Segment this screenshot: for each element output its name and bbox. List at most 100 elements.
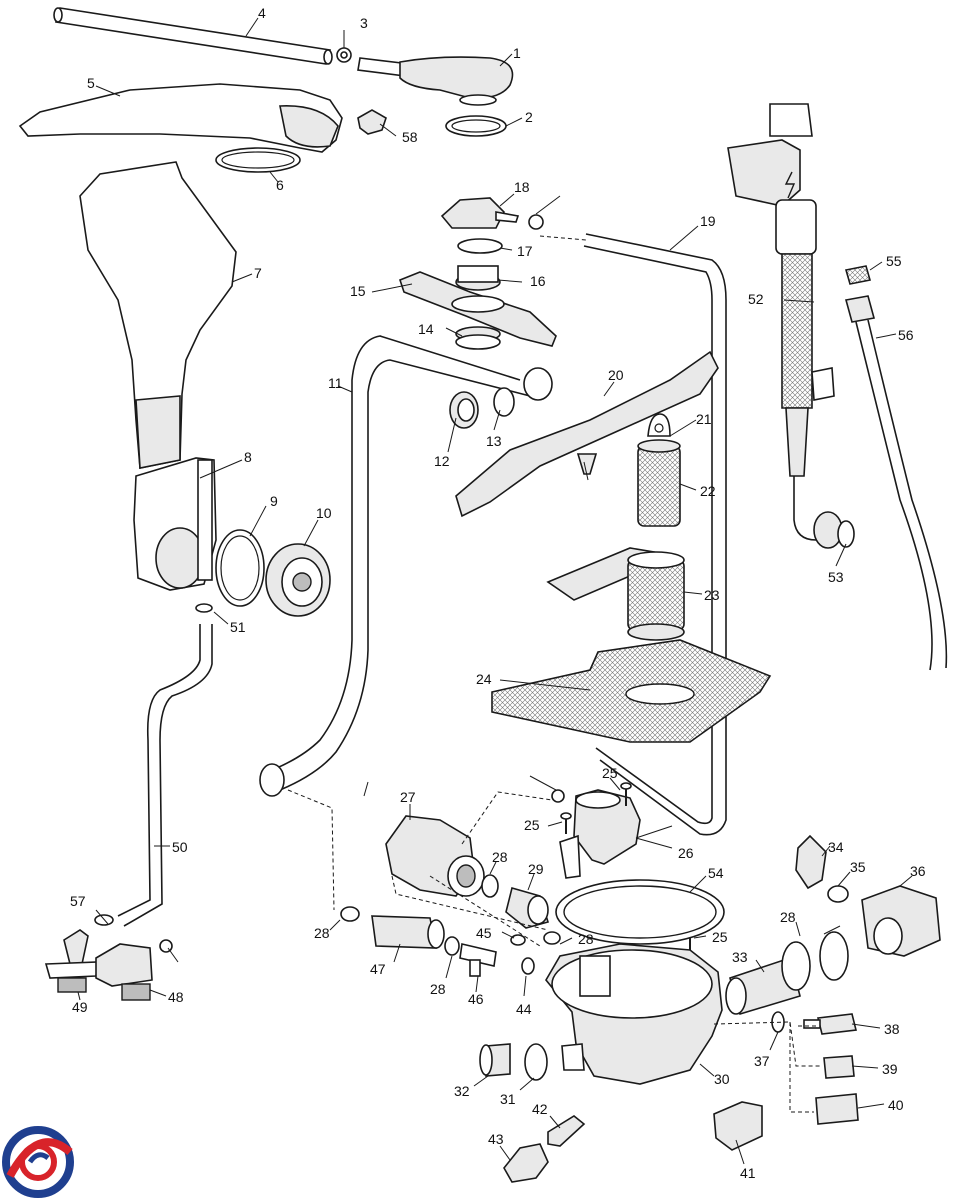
part-45-clamp	[510, 934, 526, 946]
part-49-fitting	[44, 929, 99, 993]
part-48-inlet-valve	[95, 943, 153, 1001]
part-39-sensor	[823, 1055, 855, 1079]
part-56-inlet-hose	[844, 295, 948, 671]
part-30-sump	[545, 943, 723, 1085]
callout-47: 47	[370, 961, 386, 977]
callout-28: 28	[492, 849, 508, 865]
leader-lines	[77, 17, 913, 1165]
callout-25: 25	[602, 765, 618, 781]
part-28-clamp	[819, 931, 849, 981]
callout-52: 52	[748, 291, 764, 307]
callout-8: 8	[244, 449, 252, 465]
callout-53: 53	[828, 569, 844, 585]
part-3-clamp	[528, 214, 544, 230]
part-26-filter-housing	[559, 789, 641, 879]
part-19-hose	[585, 233, 727, 836]
callout-28: 28	[430, 981, 446, 997]
part-12-connector	[449, 391, 479, 429]
part-42-part	[547, 1115, 586, 1147]
callout-45: 45	[476, 925, 492, 941]
callout-13: 13	[486, 433, 502, 449]
callout-26: 26	[678, 845, 694, 861]
part-28-clamp	[543, 931, 561, 945]
callout-16: 16	[530, 273, 546, 289]
assembly-guides	[287, 235, 820, 1113]
part-2-seal-ring	[445, 115, 507, 137]
callout-20: 20	[608, 367, 624, 383]
callout-28: 28	[314, 925, 330, 941]
part-23-micro-filter	[546, 547, 685, 641]
callout-54: 54	[708, 865, 724, 881]
part-1-spray-nozzle	[357, 56, 514, 106]
callout-labels: 1 2 3 4 5 6 7 8 9 10 11 12 13 14 15 16 1…	[70, 5, 926, 1181]
callout-31: 31	[500, 1091, 516, 1107]
callout-39: 39	[882, 1061, 898, 1077]
part-15-upper-spray-arm	[399, 271, 557, 347]
part-9-seal-ring	[215, 529, 265, 607]
part-20-spray-arm-hub	[576, 453, 598, 475]
part-7-duct	[79, 161, 237, 469]
callout-22: 22	[700, 483, 716, 499]
part-28-clamp	[340, 906, 360, 922]
callout-33: 33	[732, 949, 748, 965]
callout-40: 40	[888, 1097, 904, 1113]
callout-3: 3	[360, 15, 368, 31]
callout-44: 44	[516, 1001, 532, 1017]
callout-1: 1	[513, 45, 521, 61]
callout-38: 38	[884, 1021, 900, 1037]
callout-12: 12	[434, 453, 450, 469]
callout-15: 15	[350, 283, 366, 299]
part-38-sensor	[803, 1013, 857, 1035]
part-58-clip	[357, 109, 387, 135]
callout-5: 5	[87, 75, 95, 91]
part-35-clamp	[827, 885, 849, 903]
part-31-clamp	[524, 1043, 548, 1081]
callout-55: 55	[886, 253, 902, 269]
part-47-heater	[371, 915, 445, 949]
part-27-circulation-pump	[385, 815, 485, 897]
part-4-pipe	[53, 7, 333, 65]
part-52-box	[811, 367, 835, 401]
part-3-clamp	[159, 939, 173, 953]
callout-24: 24	[476, 671, 492, 687]
part-40-sensor	[815, 1093, 859, 1125]
part-28-clamp	[444, 936, 460, 956]
part-10-cap	[265, 543, 331, 617]
part-25-screw	[620, 782, 632, 806]
callout-4: 4	[258, 5, 266, 21]
part-51-clamp	[195, 603, 213, 613]
part-3-clamp	[551, 789, 565, 803]
part-28-clamp	[481, 874, 499, 898]
callout-23: 23	[704, 587, 720, 603]
part-43-cap	[503, 1143, 549, 1183]
callout-9: 9	[270, 493, 278, 509]
part-32-cap	[479, 1043, 511, 1077]
callout-56: 56	[898, 327, 914, 343]
part-14-bearing	[455, 326, 501, 350]
callout-29: 29	[528, 861, 544, 877]
part-50-hose	[117, 624, 201, 917]
part-55-strainer	[844, 265, 872, 285]
part-25-screw	[560, 812, 572, 834]
callout-57: 57	[70, 893, 86, 909]
part-41-switch	[713, 1101, 763, 1151]
callout-28: 28	[578, 931, 594, 947]
callout-6: 6	[276, 177, 284, 193]
callout-10: 10	[316, 505, 332, 521]
callout-11: 11	[328, 375, 343, 391]
part-52-drain-hose	[727, 103, 843, 549]
callout-21: 21	[696, 411, 712, 427]
part-11-circulation-hose	[261, 335, 521, 775]
part-44-clamp	[521, 957, 535, 975]
callout-49: 49	[72, 999, 88, 1015]
callout-27: 27	[400, 789, 416, 805]
callout-43: 43	[488, 1131, 504, 1147]
part-54-gasket	[555, 879, 725, 945]
callout-32: 32	[454, 1083, 470, 1099]
callout-41: 41	[740, 1165, 756, 1181]
part-8-housing	[133, 457, 217, 591]
part-5-duct-cover	[18, 83, 343, 153]
callout-34: 34	[828, 839, 844, 855]
part-13-seal-ring	[493, 387, 515, 417]
part-29-hose	[505, 887, 550, 929]
